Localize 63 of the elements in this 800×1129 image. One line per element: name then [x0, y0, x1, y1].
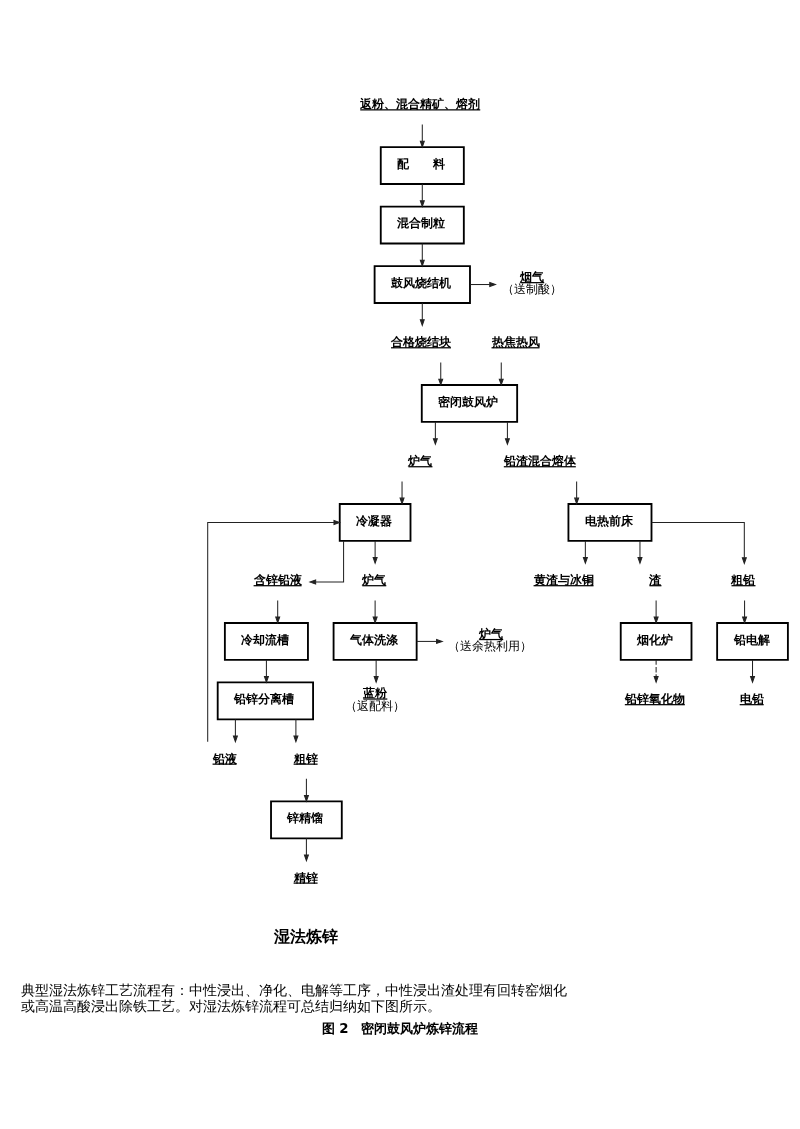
node-box: 混合制粒: [379, 205, 465, 245]
arrow: [650, 521, 747, 565]
arrow: [652, 659, 659, 684]
node-text: 炉气: [361, 573, 386, 588]
node-box: 铅锌分离槽: [216, 681, 314, 721]
node-box: 冷凝器: [338, 503, 411, 542]
label: 湿法炼锌: [273, 926, 338, 946]
arrow: [263, 659, 269, 684]
arrow: [206, 519, 341, 743]
arrow: [274, 599, 280, 625]
arrow: [371, 599, 378, 625]
node-text: 炉气 （送余热利用）: [447, 626, 532, 654]
arrow: [741, 599, 747, 625]
node-text: 返粉、混合精矿、熔剂: [359, 97, 480, 112]
arrow: [415, 638, 444, 645]
node-box: 冷却流槽: [223, 622, 309, 661]
arrow: [292, 718, 299, 744]
arrow: [419, 302, 425, 327]
node-text: 铅锌氧化物: [624, 692, 685, 707]
node-text: 炉气: [407, 454, 432, 469]
node-text: 黄渣与冰铜: [533, 573, 594, 588]
caption: 图 2 密闭鼓风炉炼锌流程: [321, 1020, 478, 1036]
arrow: [303, 837, 309, 863]
node-text: 蓝粉 （返配料）: [344, 686, 405, 713]
node-box: 烟化炉: [619, 622, 692, 661]
node-box: 气体洗涤: [332, 622, 418, 661]
arrow: [504, 421, 510, 446]
arrow: [372, 659, 379, 684]
arrow: [303, 778, 309, 803]
node-box: 铅电解: [715, 622, 789, 661]
arrow: [437, 362, 443, 387]
node-text: 铅液: [212, 751, 237, 766]
node-box: 锌精馏: [269, 800, 343, 840]
arrow: [419, 183, 425, 208]
arrow: [432, 421, 438, 446]
arrow: [749, 659, 755, 684]
arrow: [398, 480, 405, 506]
node-text: 电铅: [739, 692, 764, 707]
arrow: [582, 540, 588, 565]
node-box: 电热前床: [567, 503, 652, 542]
node-text: 渣: [648, 573, 661, 588]
arrow: [498, 362, 504, 387]
arrow: [371, 540, 378, 565]
arrow: [652, 599, 659, 625]
arrow: [419, 243, 425, 268]
label: 典型湿法炼锌工艺流程有：中性浸出、净化、电解等工序，中性浸出渣处理有回转窑烟化或高温高酸浸出除铁工艺。对湿法炼锌流程可总结归纳如下图所示。: [20, 982, 567, 1014]
arrow: [307, 540, 344, 585]
node-text: 烟气 （送制酸）: [501, 270, 562, 297]
node-text: 含锌铅液: [253, 573, 302, 588]
node-text: 粗锌: [293, 751, 318, 766]
node-text: 粗铅: [730, 573, 755, 588]
arrow: [573, 480, 579, 506]
node-box: 密闭鼓风炉: [420, 384, 518, 423]
node-text: 热焦热风: [491, 335, 540, 350]
node-text: 铅渣混合熔体: [503, 454, 576, 469]
node-box: 鼓风烧结机: [373, 265, 471, 304]
arrow: [469, 281, 497, 288]
arrow: [636, 540, 643, 565]
node-text: 精锌: [293, 870, 318, 885]
node-text: 合格烧结块: [390, 335, 451, 350]
arrow: [232, 718, 238, 744]
node-box: 配 料: [379, 146, 465, 185]
arrow: [419, 124, 425, 149]
